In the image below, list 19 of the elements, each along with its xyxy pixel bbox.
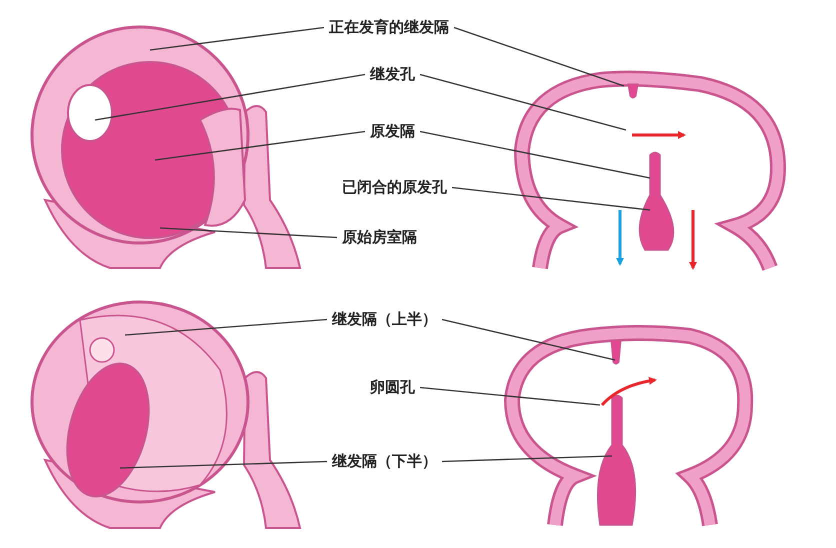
leader-line <box>442 455 612 462</box>
part-label: 原始房室隔 <box>340 228 419 247</box>
leader-line <box>452 186 650 211</box>
leader-line <box>420 74 626 131</box>
part-label: 已闭合的原发孔 <box>340 178 449 197</box>
leader-line <box>442 318 616 361</box>
part-label: 继发孔 <box>368 65 417 84</box>
part-label: 卵圆孔 <box>368 378 417 397</box>
leader-line <box>94 74 366 121</box>
part-label: 正在发育的继发隔 <box>327 18 451 37</box>
leader-line <box>150 26 324 51</box>
leader-line <box>120 460 328 469</box>
leader-line <box>454 26 624 87</box>
part-label: 原发隔 <box>368 122 417 141</box>
leader-line <box>124 318 328 336</box>
leader-line <box>420 130 650 179</box>
leader-line <box>160 227 338 238</box>
leader-line <box>154 130 366 161</box>
leader-line <box>420 386 600 406</box>
